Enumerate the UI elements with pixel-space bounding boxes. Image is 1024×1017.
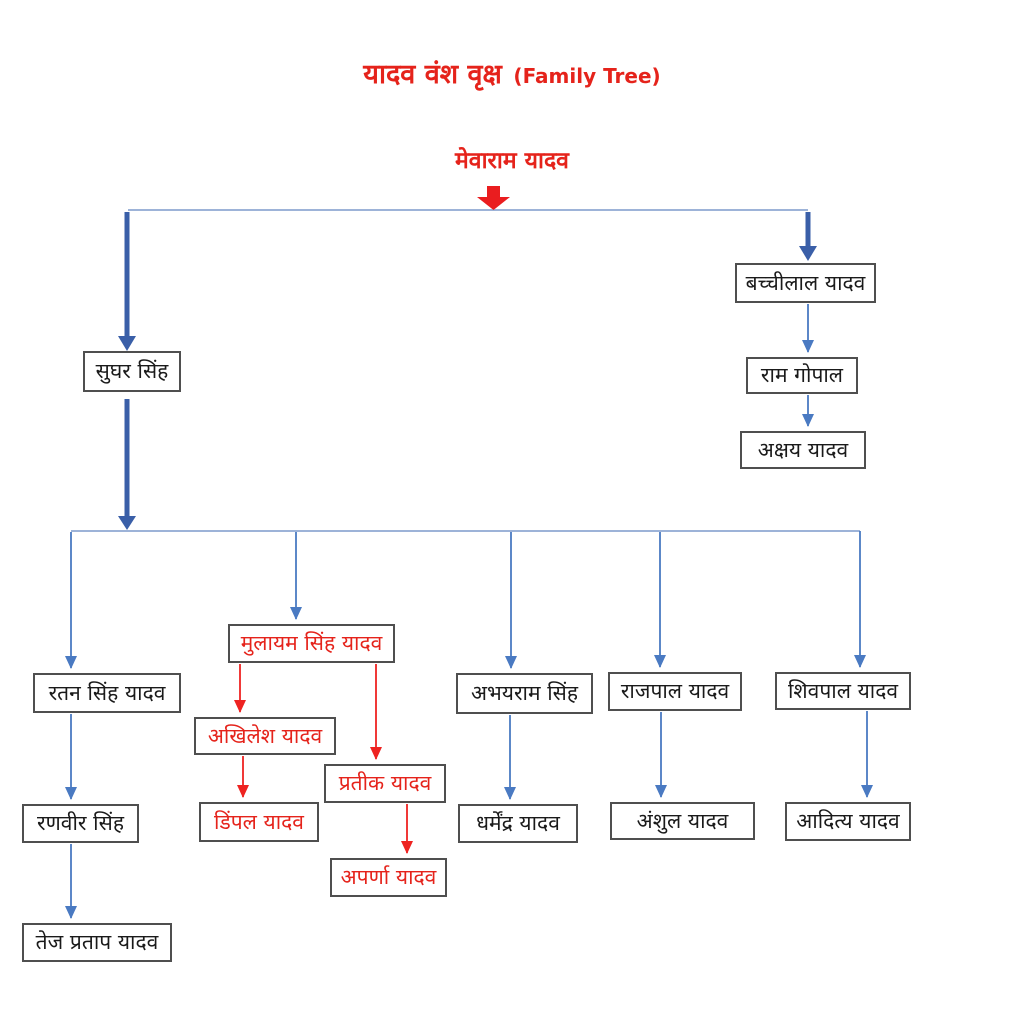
node-ram-gopal: राम गोपाल xyxy=(746,357,858,394)
node-akhilesh-yadav: अखिलेश यादव xyxy=(194,717,336,755)
node-anshul-yadav: अंशुल यादव xyxy=(610,802,755,840)
node-sughar-singh: सुघर सिंह xyxy=(83,351,181,392)
edge-mewaram-to-sughar xyxy=(118,212,136,351)
node-aparna-yadav: अपर्णा यादव xyxy=(330,858,447,897)
node-ratan-singh-yadav: रतन सिंह यादव xyxy=(33,673,181,713)
edge-sughar-to-children xyxy=(118,399,136,530)
node-rajpal-yadav: राजपाल यादव xyxy=(608,672,742,711)
node-ranvir-singh: रणवीर सिंह xyxy=(22,804,139,843)
node-shivpal-yadav: शिवपाल यादव xyxy=(775,672,911,710)
node-mulayam-singh-yadav: मुलायम सिंह यादव xyxy=(228,624,395,663)
page-title-hindi: यादव वंश वृक्ष xyxy=(363,59,502,90)
page-title: यादव वंश वृक्ष (Family Tree) xyxy=(0,54,1024,91)
node-abhayram-singh: अभयराम सिंह xyxy=(456,673,593,714)
red-down-arrow-icon xyxy=(477,186,510,210)
node-mewaram-yadav: मेवाराम यादव xyxy=(455,148,569,174)
node-dharmendra-yadav: धर्मेंद्र यादव xyxy=(458,804,578,843)
node-akshay-yadav: अक्षय यादव xyxy=(740,431,866,469)
node-prateek-yadav: प्रतीक यादव xyxy=(324,764,446,803)
node-bachchilal-yadav: बच्चीलाल यादव xyxy=(735,263,876,303)
edge-mewaram-to-bachchilal xyxy=(799,212,817,261)
node-tej-pratap-yadav: तेज प्रताप यादव xyxy=(22,923,172,962)
node-dimple-yadav: डिंपल यादव xyxy=(199,802,319,842)
page-title-english: (Family Tree) xyxy=(513,64,661,88)
node-aditya-yadav: आदित्य यादव xyxy=(785,802,911,841)
